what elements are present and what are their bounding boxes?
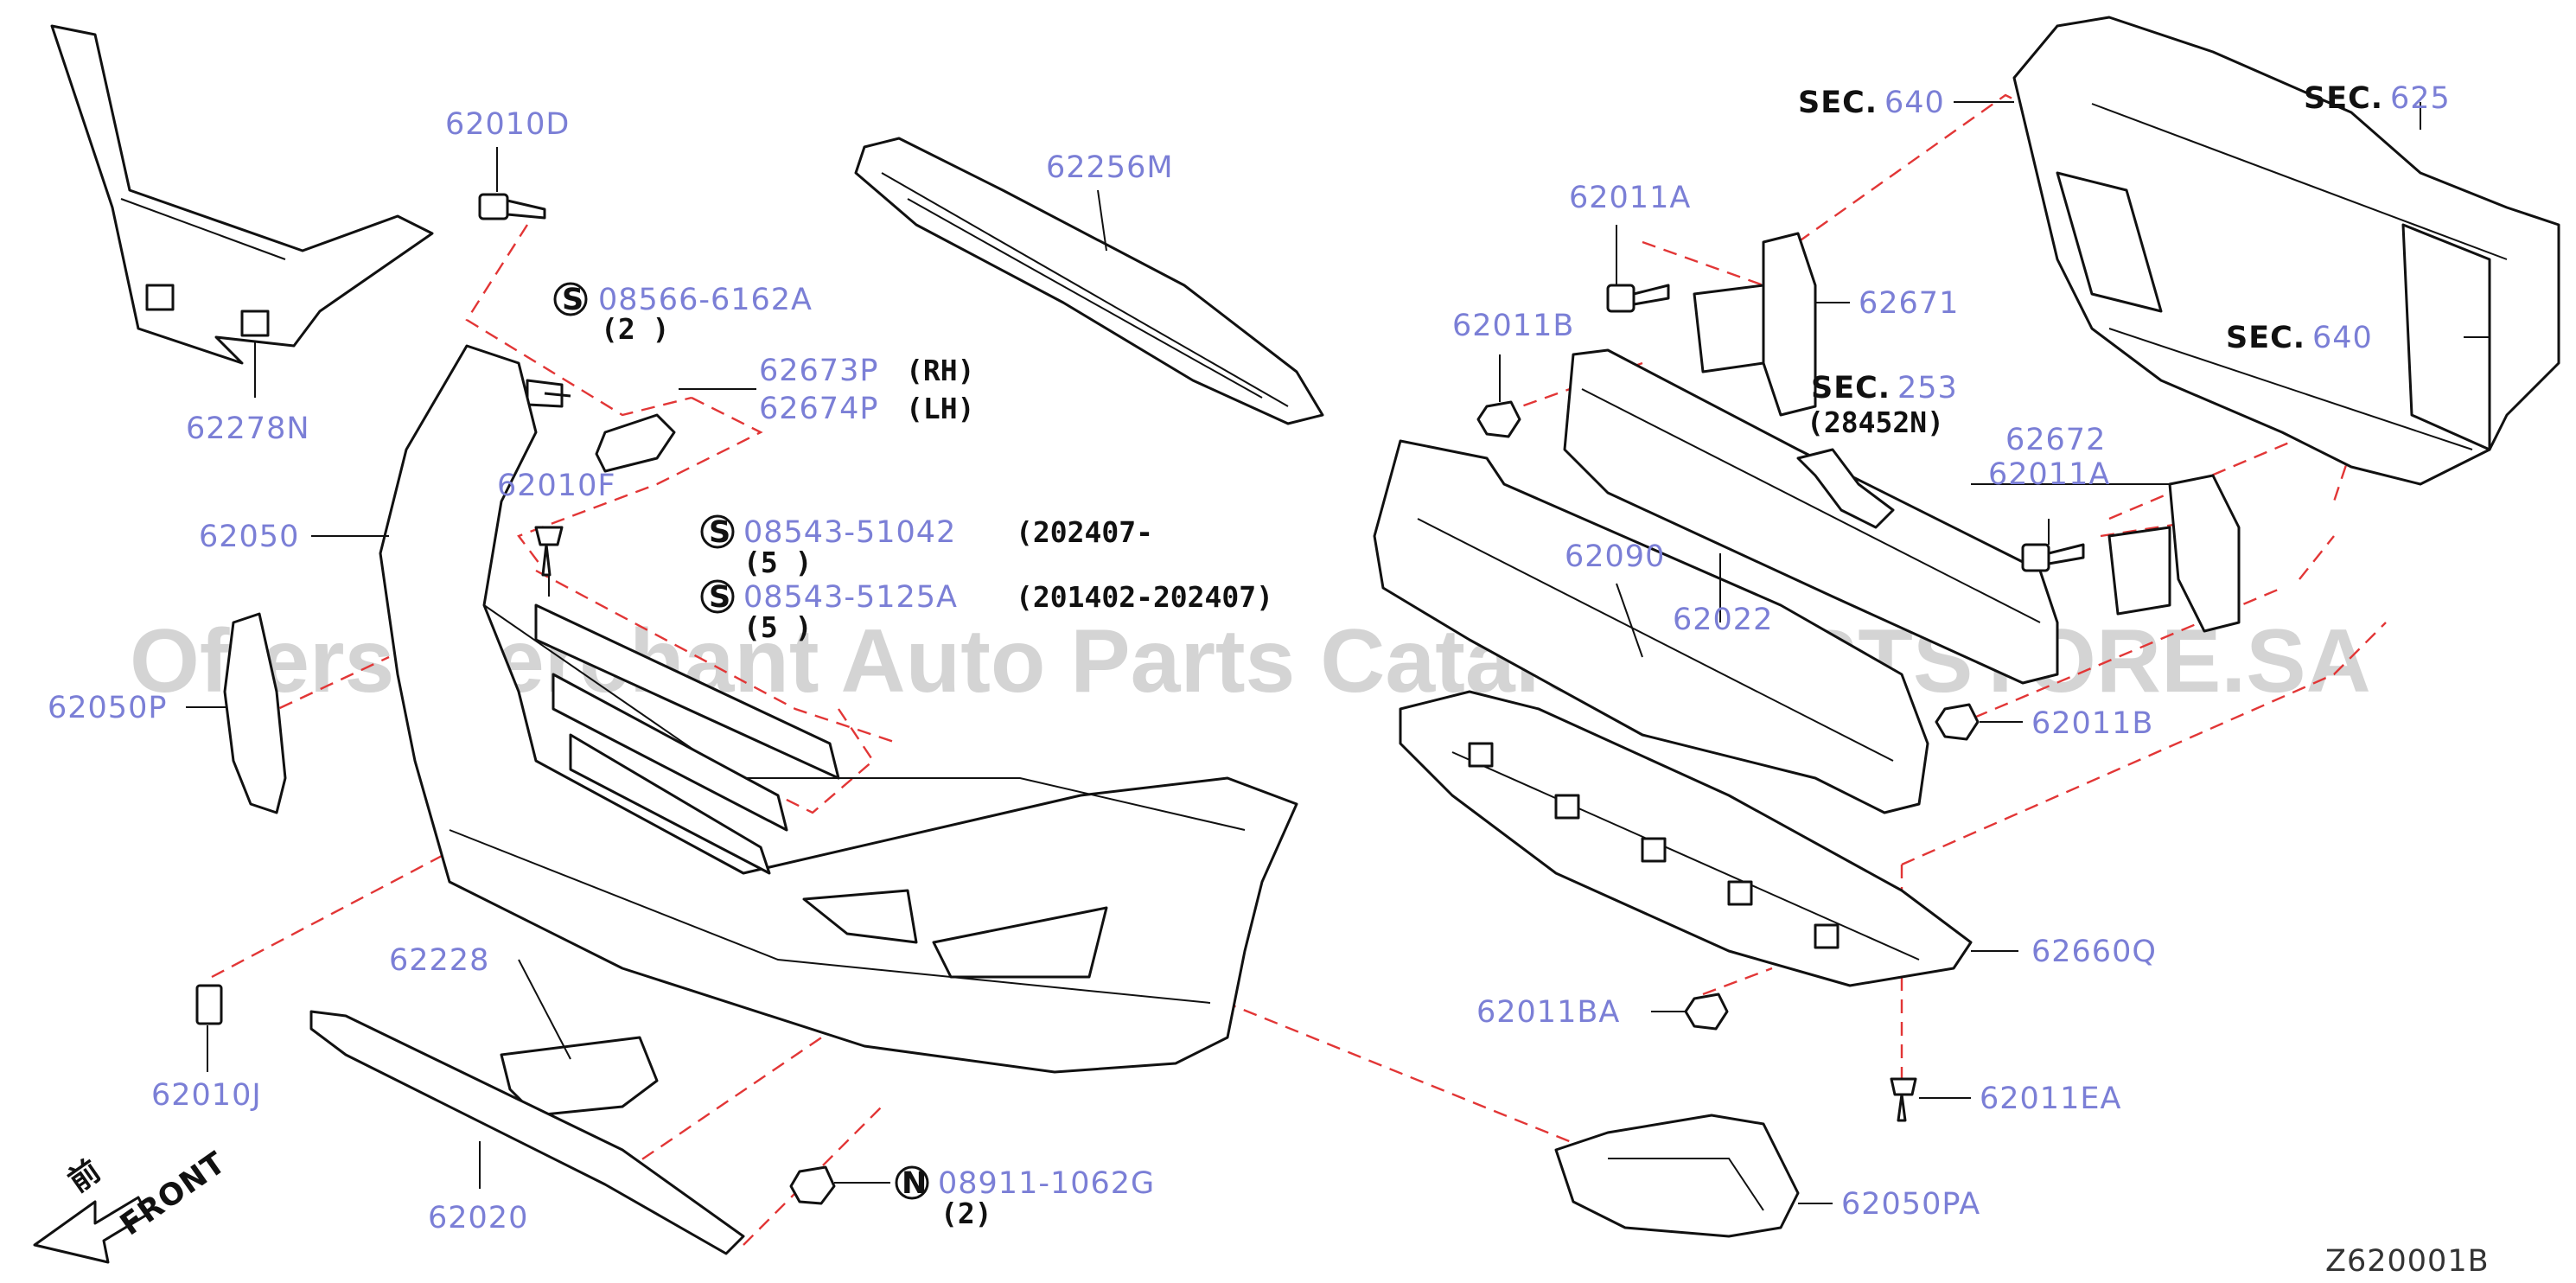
front-arrow-drawing [33,1196,149,1264]
qty-08911-1062g: (2) [940,1197,992,1230]
symbol-s-3: S [709,580,731,615]
label-62011ea: 62011EA [1980,1082,2121,1116]
symbol-s-circle-2 [700,514,735,549]
cover-62228-drawing [500,1036,659,1117]
radiator-core-support-drawing [2012,16,2560,486]
side-62674p: (LH) [906,392,974,425]
bolt-62010d-drawing [478,193,546,220]
sec640-right-prefix: SEC. [2226,321,2305,355]
qty-08543-51042: (5 ) [743,546,812,579]
label-62256m: 62256M [1046,150,1174,185]
reflector-62050pa-drawing [1554,1114,1800,1238]
qty-08543-5125a: (5 ) [743,610,812,644]
label-62228: 62228 [389,943,489,978]
date-08543-51042: (202407- [1016,515,1153,549]
bracket-62671-drawing [1693,232,1817,417]
leader-lines [186,101,2490,1204]
symbol-s-2: S [709,515,731,550]
clip-62010j-drawing [195,984,223,1025]
label-62278n: 62278N [186,412,310,446]
label-62050: 62050 [199,520,299,554]
nut-62011ba-drawing [1684,993,1729,1031]
label-62011ba: 62011BA [1476,995,1620,1030]
sec640-top-prefix: SEC. [1798,86,1878,120]
label-08566-6162a: 08566-6162A [598,283,813,317]
label-08543-5125a: 08543-5125A [743,580,958,615]
label-62672: 62672 [2005,423,2106,457]
label-62011b-right: 62011B [2031,706,2153,741]
label-08543-51042: 08543-51042 [743,515,956,550]
part-62278n-drawing [50,24,434,365]
sec625-prefix: SEC. [2304,81,2383,116]
label-62010d: 62010D [445,107,570,142]
sec253-prefix: SEC. [1811,371,1891,405]
label-62022: 62022 [1673,603,1773,637]
label-62674p: 62674P [759,392,878,426]
bracket-62673p-drawing [526,379,676,473]
nut-08911-drawing [789,1165,836,1205]
label-62673p: 62673P [759,354,878,388]
beam-62022-drawing [1563,348,2059,685]
nut-62011b-top-drawing [1476,400,1521,438]
symbol-n: N [902,1166,928,1201]
label-62671: 62671 [1859,286,1959,321]
bolt-62011a-right-drawing [2021,543,2085,572]
symbol-s-circle-3 [700,579,735,614]
sec253-sub: (28452N) [1807,405,1944,439]
grille-62256m-drawing [854,137,1324,425]
front-kanji: 前 [62,1153,107,1199]
diagram-code: Z620001B [2325,1244,2490,1279]
bracket-28452n-drawing [1796,448,1895,529]
clip-62010f-drawing [534,526,564,577]
side-62673p: (RH) [906,354,974,387]
sec640-top-num: 640 [1884,86,1945,120]
label-62010f: 62010F [497,469,615,503]
label-62020: 62020 [428,1201,528,1235]
symbol-n-circle [895,1165,929,1200]
reflector-62050p-drawing [223,612,287,814]
symbol-s: S [562,283,584,317]
label-62011a-top: 62011A [1569,181,1691,215]
nut-62011b-right-drawing [1935,703,1980,741]
label-62050pa: 62050PA [1841,1187,1980,1222]
front-word: FRONT [114,1146,233,1242]
sec625-num: 625 [2390,81,2451,116]
part-labels: 62010D 62278N S 08566-6162A (2 ) 62673P … [48,107,2157,1235]
bumper-fascia-62050-drawing [379,344,1298,1074]
absorber-62090-drawing [1373,439,1929,814]
label-62660q: 62660Q [2031,935,2157,969]
qty-08566-6162a: (2 ) [601,312,669,346]
clip-62011ea-drawing [1890,1077,1917,1122]
label-62090: 62090 [1565,539,1665,574]
label-62050p: 62050P [48,691,167,725]
bracket-62672-drawing [2107,474,2241,633]
retainer-rows-drawing [534,603,840,875]
sec253-num: 253 [1897,371,1958,405]
symbol-s-circle [553,282,588,316]
label-62010j: 62010J [151,1078,262,1113]
molding-62020-drawing [309,1010,745,1255]
label-62011b-top: 62011B [1452,309,1574,343]
label-62011a-right: 62011A [1988,457,2110,492]
date-08543-5125a: (201402-202407) [1016,580,1273,614]
sec640-right-num: 640 [2312,321,2373,355]
section-references: SEC. 640 SEC. 625 SEC. 640 SEC. 253 (284… [1798,81,2451,439]
bolt-62011a-top-drawing [1606,284,1670,313]
label-08911-1062g: 08911-1062G [938,1166,1155,1201]
undercover-62660q-drawing [1399,690,1973,987]
